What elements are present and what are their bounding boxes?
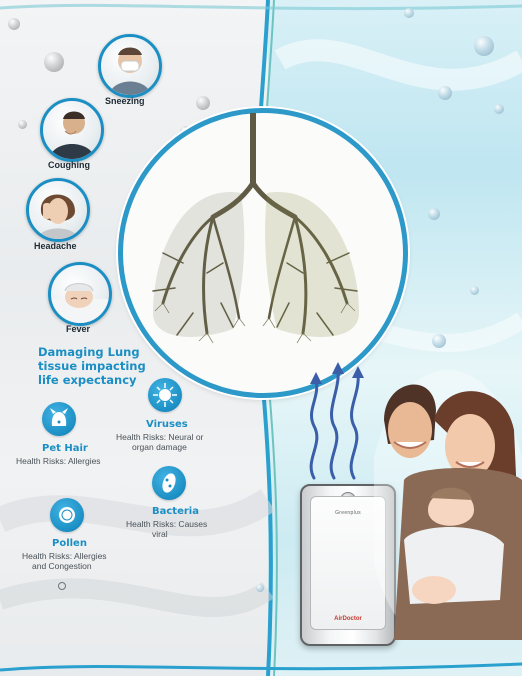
- headline-line-2: tissue impacting: [38, 359, 146, 373]
- headline-line-1: Damaging Lung: [38, 345, 140, 359]
- pollen-title: Pollen: [52, 538, 87, 549]
- purifier-brand-text: Greenplus: [335, 510, 361, 516]
- sneezing-label: Sneezing: [105, 96, 145, 106]
- lungs-icon: [152, 110, 359, 344]
- pet-hair-title: Pet Hair: [42, 443, 88, 454]
- family-photo: [374, 370, 522, 640]
- bubble-decoration: [18, 120, 27, 129]
- bubble-decoration: [196, 96, 210, 110]
- pollen-desc-1: Health Risks: Allergies: [22, 551, 107, 561]
- sneezing-person-photo: [98, 34, 162, 98]
- bacteria-desc-2: viral: [152, 529, 168, 539]
- purifier-logo-text: AirDoctor: [334, 616, 362, 622]
- registered-mark-icon: [58, 582, 66, 590]
- dog-icon: [42, 402, 76, 436]
- bubble-decoration: [404, 8, 414, 18]
- bubble-decoration: [474, 36, 494, 56]
- lung-damage-headline: Damaging Lung tissue impacting life expe…: [38, 345, 198, 387]
- viruses-desc-2: organ damage: [132, 442, 187, 452]
- viruses-title: Viruses: [146, 419, 188, 430]
- fever-child-photo: [48, 262, 112, 326]
- headline-line-3: life expectancy: [38, 373, 137, 387]
- pet-hair-desc: Health Risks: Allergies: [16, 456, 101, 466]
- pollen-icon: [50, 498, 84, 532]
- bacteria-icon: [152, 466, 186, 500]
- bubble-decoration: [44, 52, 64, 72]
- virus-icon: [148, 378, 182, 412]
- air-purifier-image: Greenplus AirDoctor: [300, 484, 396, 646]
- bubble-decoration: [438, 86, 452, 100]
- purifier-panel: [310, 496, 386, 630]
- bubble-decoration: [494, 104, 504, 114]
- lungs-illustration-circle: [118, 108, 408, 398]
- headache-label: Headache: [34, 241, 77, 251]
- bacteria-desc-1: Health Risks: Causes: [126, 519, 208, 529]
- coughing-label: Coughing: [48, 160, 90, 170]
- bubble-decoration: [8, 18, 20, 30]
- bacteria-title: Bacteria: [152, 506, 199, 517]
- bubble-decoration: [428, 208, 440, 220]
- bubble-decoration: [470, 286, 479, 295]
- bubble-decoration: [432, 334, 446, 348]
- viruses-desc-1: Health Risks: Neural or: [116, 432, 204, 442]
- headache-person-photo: [26, 178, 90, 242]
- pollen-desc-2: and Congestion: [32, 561, 92, 571]
- fever-label: Fever: [66, 324, 91, 334]
- airflow-arrows-icon: [309, 362, 364, 480]
- bubble-decoration: [256, 584, 264, 592]
- coughing-person-photo: [40, 98, 104, 162]
